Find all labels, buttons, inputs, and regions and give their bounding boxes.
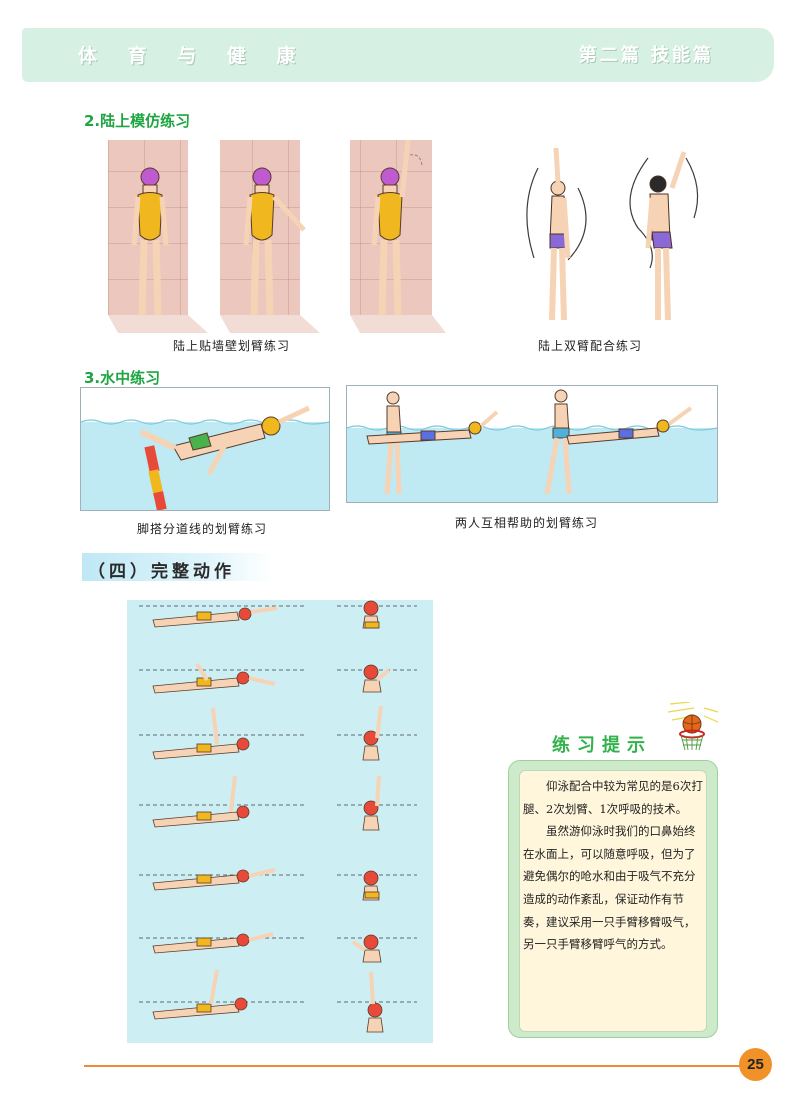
tips-paragraph-2: 虽然游仰泳时我们的口鼻始终在水面上，可以随意呼吸，但为了避免偶尔的呛水和由于吸气…	[523, 824, 696, 952]
caption-partner-practice: 两人互相帮助的划臂练习	[455, 516, 599, 530]
complete-stroke-heading-bar: （四）完整动作	[82, 553, 272, 582]
tips-box: 仰泳配合中较为常见的是6次打腿、2次划臂、1次呼吸的技术。 虽然游仰泳时我们的口…	[508, 760, 718, 1038]
caption-wall-practice: 陆上贴墙壁划臂练习	[173, 339, 291, 353]
page-header: 体 育 与 健 康 第二篇 技能篇	[22, 28, 774, 82]
wall-practice-illustration	[108, 139, 446, 333]
page-number: 25	[739, 1048, 772, 1081]
tips-content: 仰泳配合中较为常见的是6次打腿、2次划臂、1次呼吸的技术。 虽然游仰泳时我们的口…	[519, 770, 707, 1032]
footer-rule	[84, 1065, 740, 1067]
caption-lane-line-practice: 脚搭分道线的划臂练习	[137, 522, 268, 536]
lane-line-practice-illustration	[80, 387, 330, 511]
complete-stroke-heading: （四）完整动作	[88, 562, 235, 582]
caption-double-arm-practice: 陆上双臂配合练习	[538, 339, 643, 353]
book-title: 体 育 与 健 康	[78, 45, 308, 67]
section-water-title: 3.水中练习	[84, 369, 161, 387]
partner-practice-illustration	[346, 385, 718, 503]
complete-stroke-sequence-illustration	[127, 600, 433, 1043]
basketball-hoop-icon	[667, 702, 719, 751]
tips-paragraph-1: 仰泳配合中较为常见的是6次打腿、2次划臂、1次呼吸的技术。	[523, 779, 703, 816]
double-arm-practice-illustration	[526, 148, 699, 321]
section-title: 第二篇 技能篇	[578, 45, 714, 66]
section-land-title: 2.陆上模仿练习	[84, 112, 191, 130]
tips-title: 练习提示	[552, 735, 652, 756]
